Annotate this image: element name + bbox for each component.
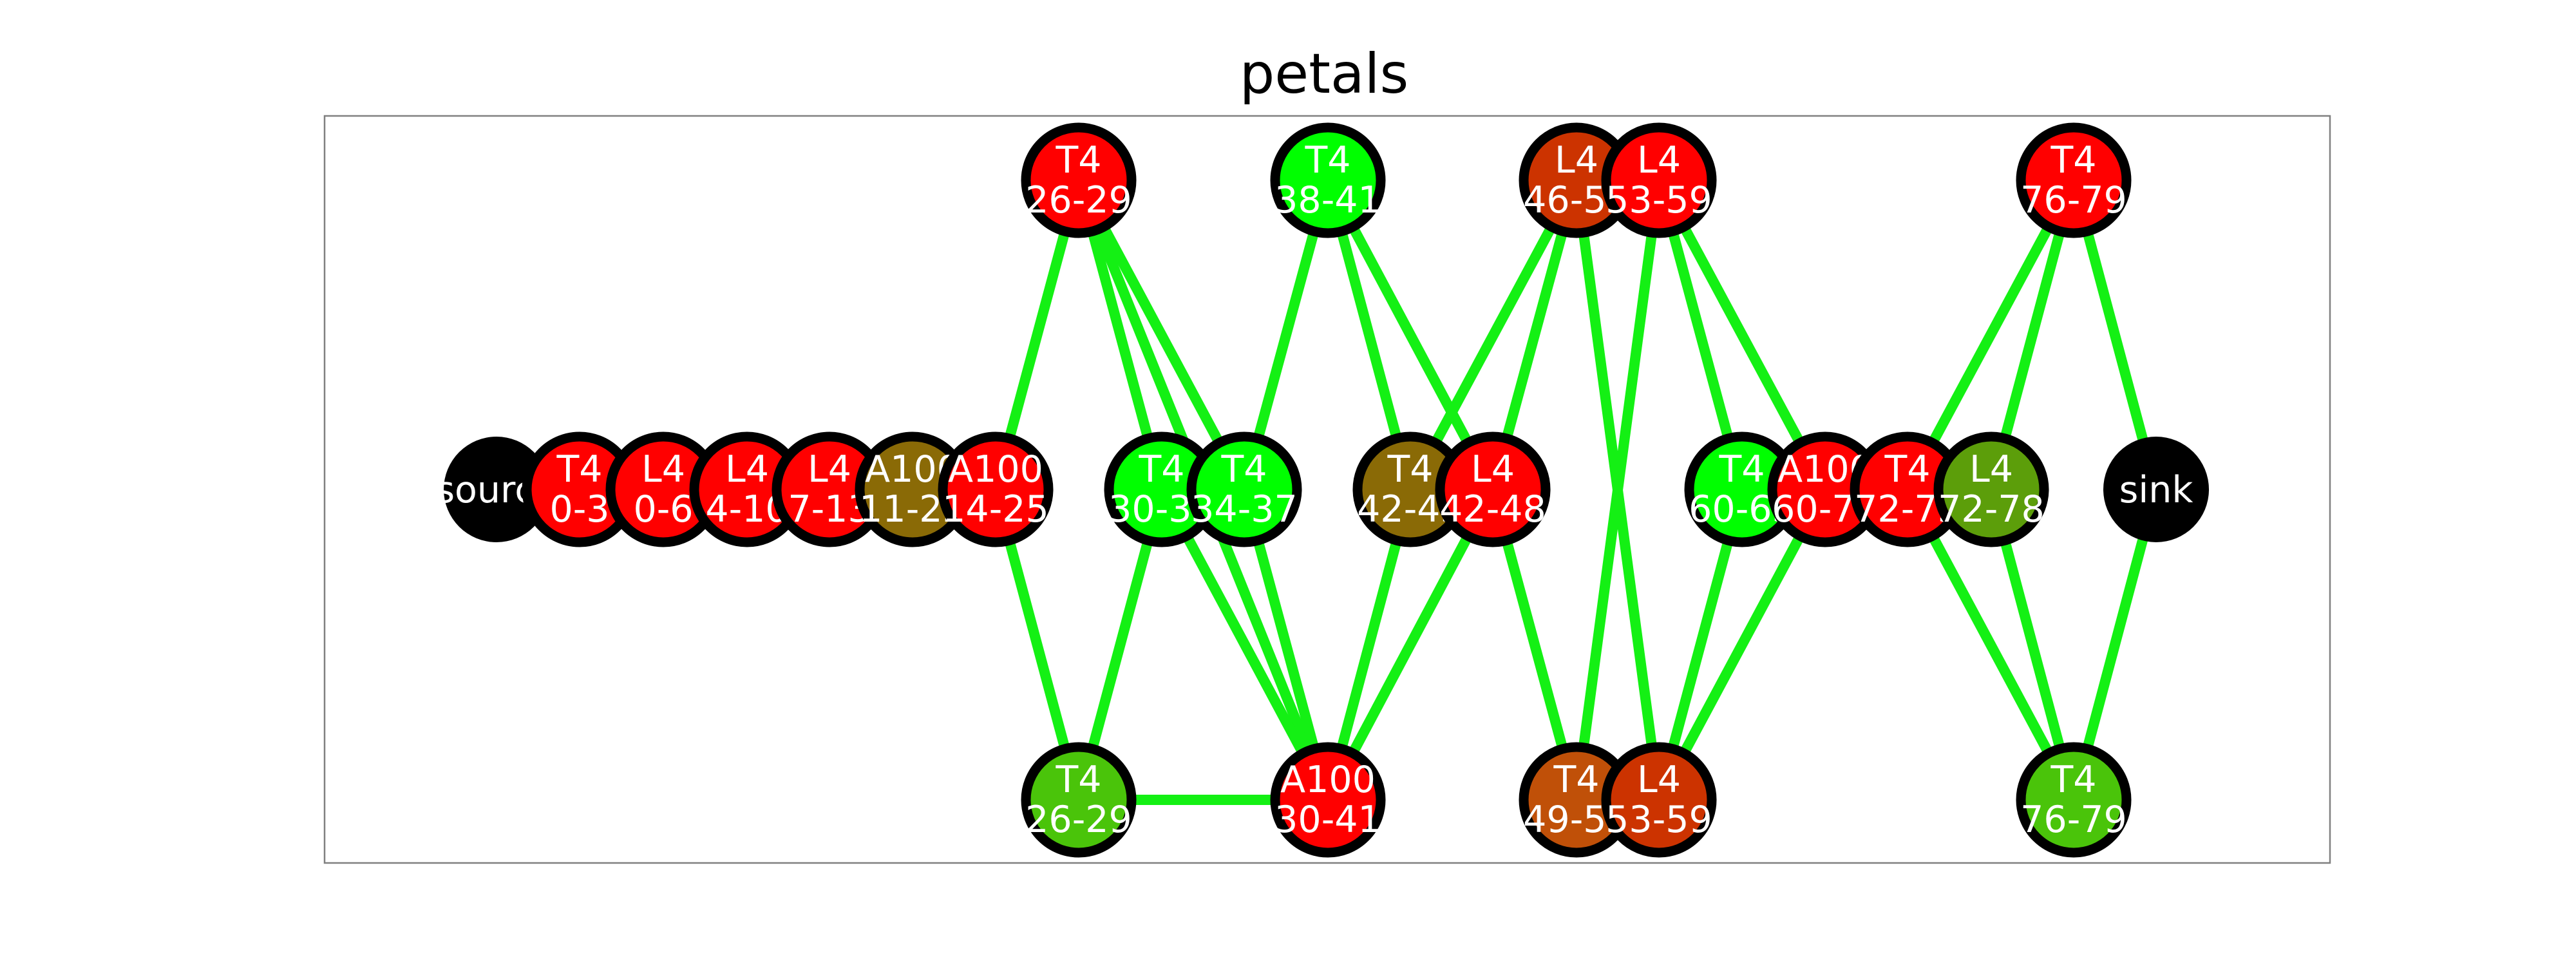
node-circle <box>1270 122 1386 238</box>
edge-n-l4-53-59-bottom-to-n-a100-60-71 <box>1654 487 1830 802</box>
edge-n-t4-30-33-to-n-a100-30-41 <box>1157 487 1333 802</box>
node-circle <box>938 431 1054 547</box>
node-label: sink <box>2119 469 2193 511</box>
node-range-label: 26-29 <box>1025 179 1132 222</box>
node-device-label: L4 <box>1637 139 1681 182</box>
node-device-label: T4 <box>1387 448 1433 491</box>
node-range-label: 42-48 <box>1439 488 1546 531</box>
node-circle <box>1021 742 1137 858</box>
node-sink: sink <box>2103 437 2209 542</box>
edge-n-t4-72-75-to-n-t4-76-79-top <box>1902 178 2079 492</box>
node-device-label: L4 <box>1555 139 1598 182</box>
node-circle <box>1601 742 1717 858</box>
node-range-label: 38-41 <box>1274 179 1381 222</box>
node-device-label: L4 <box>808 448 851 491</box>
node-device-label: T4 <box>1138 448 1184 491</box>
node-circle <box>2103 437 2209 542</box>
edge-n-l4-53-59-top-to-n-a100-60-71 <box>1654 178 1830 492</box>
node-device-label: A100 <box>1280 759 1376 801</box>
edge-n-t4-38-41-to-n-l4-42-48 <box>1323 178 1498 492</box>
node-device-label: T4 <box>1553 759 1599 801</box>
node-n-t4-0-3: T40-3 <box>522 431 638 547</box>
node-device-label: T4 <box>556 448 602 491</box>
node-circle <box>1021 122 1137 238</box>
node-range-label: 76-79 <box>2020 799 2127 841</box>
node-circle <box>444 437 549 542</box>
node-device-label: T4 <box>1220 448 1267 491</box>
node-range-label: 0-6 <box>633 488 693 531</box>
node-range-label: 30-41 <box>1274 799 1381 841</box>
node-layer: sourceT40-3L40-6L44-10L47-13A10011-22A10… <box>435 122 2209 858</box>
node-device-label: T4 <box>2050 759 2096 801</box>
node-range-label: 72-78 <box>1938 488 2045 531</box>
node-device-label: L4 <box>641 448 685 491</box>
node-circle <box>1270 742 1386 858</box>
node-range-label: 0-3 <box>549 488 609 531</box>
node-device-label: T4 <box>1055 759 1101 801</box>
node-device-label: T4 <box>2050 139 2096 182</box>
diagram-title: petals <box>1239 42 1409 106</box>
node-circle <box>2016 742 2132 858</box>
edge-n-t4-42-45-to-n-l4-46-52 <box>1405 178 1582 492</box>
edge-n-t4-72-75-to-n-t4-76-79-bottom <box>1902 487 2079 802</box>
node-range-label: 76-79 <box>2020 179 2127 222</box>
node-device-label: T4 <box>1718 448 1765 491</box>
node-device-label: T4 <box>1884 448 1930 491</box>
node-device-label: L4 <box>1471 448 1515 491</box>
node-device-label: T4 <box>1304 139 1350 182</box>
edge-n-t4-26-29-top-to-n-t4-34-37 <box>1074 178 1249 492</box>
node-range-label: 26-29 <box>1025 799 1132 841</box>
node-device-label: A100 <box>948 448 1043 491</box>
plot-frame <box>323 115 2331 864</box>
node-device-label: T4 <box>1055 139 1101 182</box>
node-device-label: L4 <box>725 448 769 491</box>
node-range-label: 53-59 <box>1605 799 1712 841</box>
node-circle <box>1435 431 1551 547</box>
node-n-l4-7-13: L47-13 <box>772 431 887 547</box>
node-device-label: L4 <box>1969 448 2013 491</box>
node-range-label: 53-59 <box>1605 179 1712 222</box>
node-range-label: 14-25 <box>942 488 1049 531</box>
node-circle <box>1933 431 2049 547</box>
node-circle <box>2016 122 2132 238</box>
edge-n-t4-49-52-to-n-l4-53-59-top <box>1571 179 1664 801</box>
edge-n-a100-30-41-to-n-l4-42-48 <box>1323 487 1498 802</box>
node-circle <box>1601 122 1717 238</box>
node-device-label: L4 <box>1637 759 1681 801</box>
node-circle <box>1186 431 1302 547</box>
node-range-label: 34-37 <box>1191 488 1298 531</box>
